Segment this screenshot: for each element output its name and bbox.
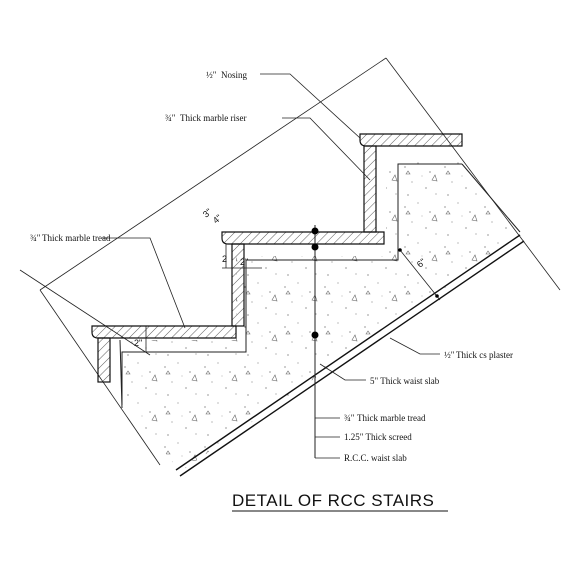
plaster-leader [389, 337, 440, 355]
dim-slope-dot-1 [398, 248, 402, 252]
left-edge-line [119, 339, 123, 409]
upper-marble-tread [359, 133, 463, 147]
right-guide-line [385, 57, 561, 291]
rcc-waist-label: R.C.C. waist slab [344, 453, 407, 463]
riser-leader [282, 117, 371, 181]
plaster-line-1 [175, 234, 521, 471]
screed-outline [121, 163, 462, 405]
plaster-line-2 [179, 240, 525, 477]
waist-slab-label: 5" Thick waist slab [370, 376, 440, 386]
bottom-tread-fraction: ¾" [344, 413, 355, 423]
drawing-title: DETAIL OF RCC STAIRS [232, 491, 434, 510]
lower-marble-tread [91, 325, 237, 339]
concrete-body [120, 158, 514, 472]
dim-slope-dot-2 [435, 294, 439, 298]
left-tread-fraction: ¾" [30, 233, 41, 243]
riser-label: Thick marble riser [180, 113, 246, 123]
ref-dot-2 [311, 243, 319, 251]
screed-label: 1.25" Thick screed [344, 432, 412, 442]
lower-marble-riser [97, 337, 111, 383]
nosing-label: Nosing [221, 70, 248, 80]
left-tread-leader [102, 237, 186, 329]
upper-guide-line [39, 57, 387, 291]
dim-2c: 2" [134, 338, 142, 348]
bottom-tread-label: Thick marble tread [357, 413, 426, 423]
nosing-fraction: ½" [206, 70, 217, 80]
dim-2a: 2 [222, 254, 227, 264]
dim-2b: 2" [240, 257, 248, 267]
waist-leader [319, 363, 366, 381]
upper-marble-riser [363, 145, 377, 233]
right-edge-line [461, 163, 521, 233]
riser-fraction: ¾" [165, 113, 176, 123]
ref-dot-1 [311, 227, 319, 235]
left-tread-label: Thick marble tread [42, 233, 111, 243]
plaster-label: Thick cs plaster [456, 350, 513, 360]
plaster-fraction: ½" [444, 350, 455, 360]
ref-dot-3 [311, 331, 319, 339]
dim-slope-line [399, 249, 441, 301]
middle-marble-tread [221, 231, 385, 245]
nosing-leader [260, 73, 361, 139]
